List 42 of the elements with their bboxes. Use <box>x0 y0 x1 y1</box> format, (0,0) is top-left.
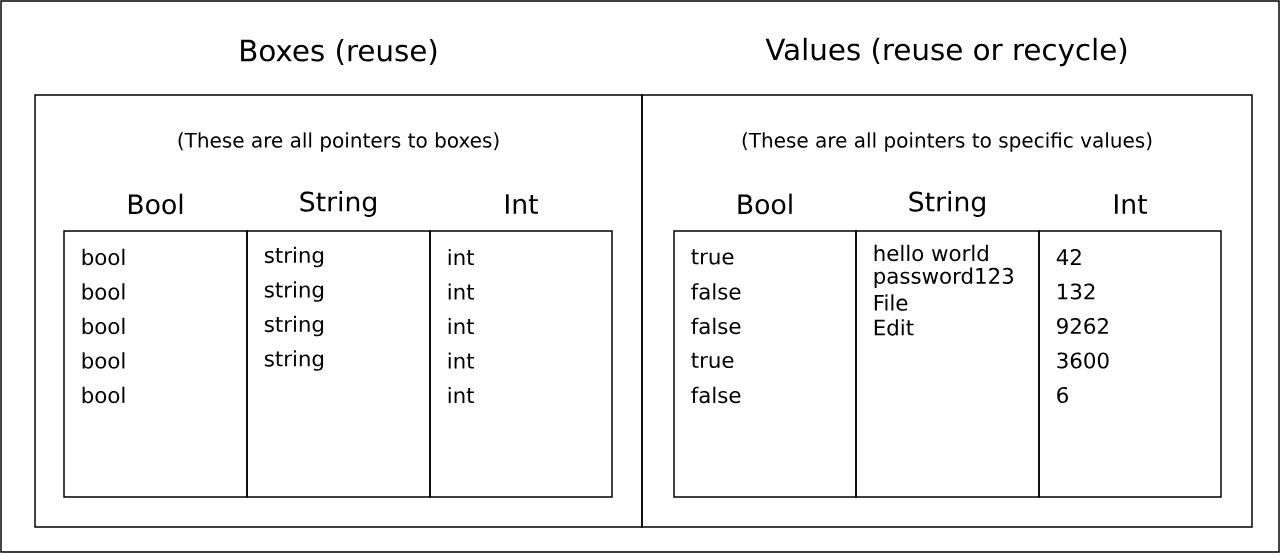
panel-title: Values (reuse or recycle) <box>765 37 1127 67</box>
node-label: string <box>264 315 324 337</box>
node-label: bool <box>82 317 125 335</box>
node-label: 9262 <box>1057 317 1108 335</box>
column-header: Int <box>1115 194 1147 214</box>
node-label: int <box>448 317 475 335</box>
node-label: int <box>448 248 475 266</box>
node-label: hello world <box>874 244 988 262</box>
column-box: bool bool bool bool bool <box>63 230 248 498</box>
node-label: true <box>691 249 734 265</box>
column-header: Bool <box>128 193 183 215</box>
node-label: false <box>691 317 741 335</box>
node-label: false <box>691 386 741 404</box>
node-label: bool <box>82 248 125 266</box>
panel-title: Boxes (reuse) <box>241 38 437 66</box>
node-label: true <box>691 352 734 369</box>
column-header: Int <box>506 194 538 214</box>
node-label: false <box>691 283 741 300</box>
column-box: int int int int int <box>429 230 613 498</box>
node-label: int <box>448 283 475 300</box>
node-label: string <box>264 281 324 302</box>
column-box: hello world password123 File Edit <box>855 230 1040 498</box>
node-label: int <box>448 386 475 404</box>
node-label: bool <box>82 283 125 300</box>
node-label: string <box>264 246 324 268</box>
node-label: 132 <box>1058 283 1095 300</box>
column-box: true false false true false <box>673 230 857 498</box>
node-label: int <box>448 352 475 369</box>
node-label: 6 <box>1057 386 1068 404</box>
column-box: string string string string <box>246 230 431 498</box>
column-box: 42 132 9262 3600 6 <box>1038 230 1222 498</box>
column-header: String <box>300 191 376 217</box>
column-header: String <box>909 191 985 217</box>
node-label: File <box>874 294 908 311</box>
node-label: 42 <box>1056 249 1081 265</box>
node-label: 3600 <box>1057 352 1109 369</box>
node-label: string <box>264 350 324 371</box>
node-label: Edit <box>874 319 914 336</box>
node-label: password123 <box>874 267 1014 289</box>
node-label: bool <box>82 386 125 404</box>
column-header: Bool <box>738 193 792 215</box>
node-label: bool <box>82 352 125 369</box>
